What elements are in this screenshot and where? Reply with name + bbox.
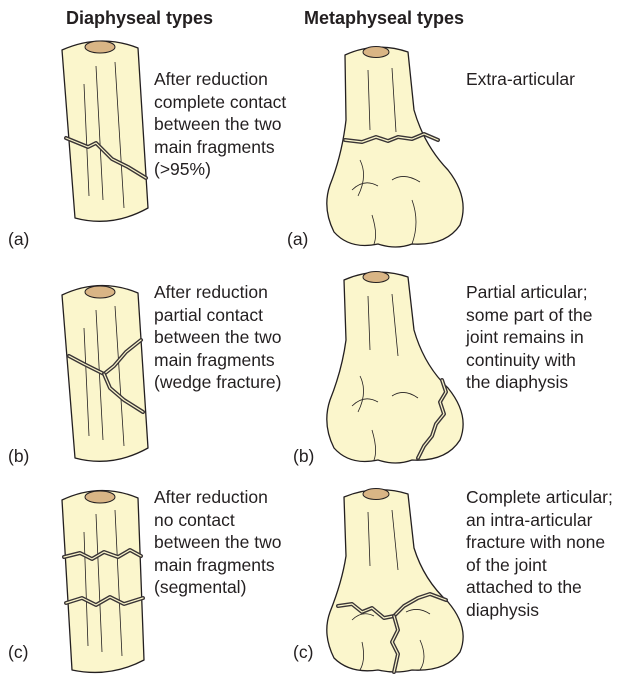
text-line: After reduction [154, 68, 286, 91]
diaphyseal-c-description: After reduction no contact between the t… [154, 486, 281, 599]
text-line: the diaphysis [466, 371, 592, 394]
text-line: joint remains in [466, 326, 592, 349]
text-line: diaphysis [466, 599, 613, 622]
text-line: partial contact [154, 304, 281, 327]
text-line: no contact [154, 509, 281, 532]
text-line: After reduction [154, 486, 281, 509]
metaphyseal-a-label: (a) [287, 228, 308, 250]
text-line: between the two [154, 326, 281, 349]
metaphyseal-a-description: Extra-articular [466, 68, 575, 91]
distal-femur-partial-articular-icon [327, 272, 463, 464]
text-line: of the joint [466, 554, 613, 577]
text-line: between the two [154, 531, 281, 554]
metaphyseal-c-label: (c) [293, 641, 313, 663]
text-line: After reduction [154, 281, 281, 304]
text-line: main fragments [154, 349, 281, 372]
text-line: complete contact [154, 91, 286, 114]
diaphyseal-b-description: After reduction partial contact between … [154, 281, 281, 394]
text-line: between the two [154, 113, 286, 136]
long-bone-simple-fracture-icon [62, 41, 148, 221]
metaphyseal-b-description: Partial articular; some part of the join… [466, 281, 592, 394]
distal-femur-extra-articular-icon [327, 47, 463, 248]
text-line: (segmental) [154, 576, 281, 599]
long-bone-wedge-fracture-icon [62, 285, 148, 461]
text-line: fracture with none [466, 531, 613, 554]
text-line: some part of the [466, 304, 592, 327]
text-line: (>95%) [154, 158, 286, 181]
metaphyseal-c-description: Complete articular; an intra-articular f… [466, 486, 613, 621]
text-line: main fragments [154, 136, 286, 159]
long-bone-segmental-fracture-icon [62, 490, 144, 672]
text-line: main fragments [154, 554, 281, 577]
distal-femur-complete-articular-icon [327, 489, 463, 673]
text-line: attached to the [466, 576, 613, 599]
text-line: Complete articular; [466, 486, 613, 509]
text-line: an intra-articular [466, 509, 613, 532]
metaphyseal-b-label: (b) [293, 445, 314, 467]
diaphyseal-a-description: After reduction complete contact between… [154, 68, 286, 181]
diaphyseal-c-label: (c) [8, 641, 28, 663]
text-line: Extra-articular [466, 68, 575, 91]
diaphyseal-a-label: (a) [8, 228, 29, 250]
text-line: Partial articular; [466, 281, 592, 304]
diaphyseal-b-label: (b) [8, 445, 29, 467]
text-line: (wedge fracture) [154, 371, 281, 394]
text-line: continuity with [466, 349, 592, 372]
